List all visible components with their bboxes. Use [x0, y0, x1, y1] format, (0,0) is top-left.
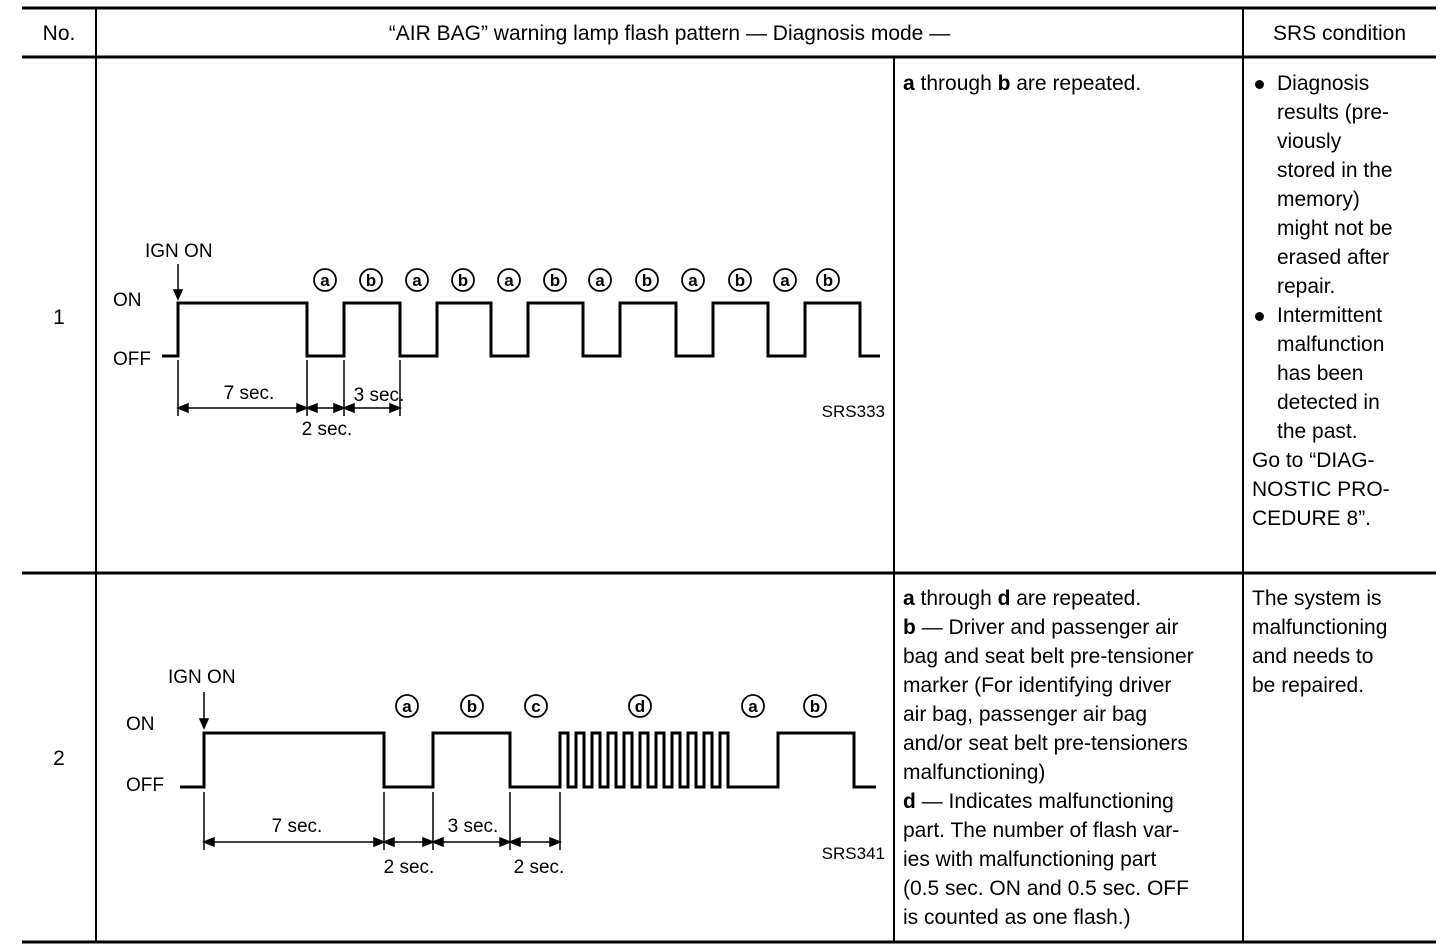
- row2-flash-circle-b-6: b: [803, 694, 827, 718]
- row1-condition-bullet-2: Intermittent malfunction has been detect…: [1252, 301, 1432, 446]
- row2-flash-label-b: b: [467, 697, 477, 716]
- row1-desc-through: through: [914, 72, 998, 95]
- row1-desc-key-a: a: [903, 72, 915, 95]
- row1-flash-circle-b-10: b: [728, 268, 752, 292]
- row2-ign-label: IGN ON: [168, 667, 236, 688]
- row1-desc-repeated: are repeated.: [1010, 72, 1142, 95]
- row1-timing-2sec: 2 sec.: [302, 419, 353, 440]
- row2-dimension-lines: [201, 792, 563, 850]
- row1-flash-label-a: a: [595, 271, 605, 290]
- row2-flash-label-c: c: [531, 697, 540, 716]
- table-grid: [22, 6, 1436, 944]
- row2-description: a through d are repeated. b — Driver and…: [903, 584, 1238, 932]
- row2-desc-key-d: d: [997, 587, 1011, 610]
- row2-flash-diagram: a b c d a b IGN ON ON OFF 7 sec. 2 sec. 3 sec…: [126, 667, 885, 878]
- header-no: No.: [42, 22, 76, 45]
- row1-flash-label-b: b: [735, 271, 745, 290]
- row1-ign-arrow: [172, 264, 184, 301]
- row1-dimension-lines: [175, 360, 403, 416]
- row1-flash-label-b: b: [366, 271, 376, 290]
- row1-flash-circle-a-9: a: [681, 268, 705, 292]
- row1-flash-label-b: b: [823, 271, 833, 290]
- row1-flash-label-a: a: [320, 271, 330, 290]
- row2-flash-circle-d-4: d: [628, 694, 652, 718]
- row1-flash-circle-a-1: a: [313, 268, 337, 292]
- row1-timing-3sec: 3 sec.: [354, 385, 405, 406]
- row2-off-label: OFF: [126, 775, 164, 796]
- row1-description: a through b are repeated.: [903, 69, 1238, 98]
- row2-srs-condition: The system is malfunctioning and needs t…: [1252, 584, 1432, 700]
- row2-desc-d-key: d: [903, 790, 916, 813]
- row2-desc-repeated: are repeated.: [1010, 587, 1142, 610]
- row2-condition-text: The system is malfunctioning and needs t…: [1252, 587, 1388, 697]
- header-srs-condition: SRS condition: [1272, 22, 1407, 45]
- row2-number: 2: [53, 747, 65, 770]
- row1-flash-label-b: b: [550, 271, 560, 290]
- row1-flash-circle-a-3: a: [405, 268, 429, 292]
- row2-flash-label-a: a: [402, 697, 412, 716]
- row1-flash-label-b: b: [642, 271, 652, 290]
- row1-flash-circle-b-4: b: [451, 268, 475, 292]
- row2-desc-d-text: — Indicates malfunctioning part. The num…: [903, 790, 1189, 929]
- row2-timing-3sec: 3 sec.: [448, 816, 499, 837]
- row1-flash-circle-b-6: b: [543, 268, 567, 292]
- row1-flash-circle-b-2: b: [359, 268, 383, 292]
- row1-flash-diagram: a b a b a b a b a b a b IGN ON ON OFF 7 sec. 2 sec.…: [113, 241, 885, 440]
- row2-desc-key-a: a: [903, 587, 915, 610]
- row2-desc-b-key: b: [903, 616, 916, 639]
- row2-timing-7sec: 7 sec.: [272, 816, 323, 837]
- row1-flash-circle-a-5: a: [497, 268, 521, 292]
- row1-flash-label-a: a: [688, 271, 698, 290]
- header-flash-pattern: “AIR BAG” warning lamp flash pattern — D…: [388, 22, 951, 45]
- row2-flash-label-a: a: [748, 697, 758, 716]
- row2-timing-2sec-a: 2 sec.: [384, 857, 435, 878]
- row2-timing-2sec-b: 2 sec.: [514, 857, 565, 878]
- row1-condition-note: Go to “DIAG- NOSTIC PRO- CEDURE 8”.: [1252, 449, 1390, 530]
- row2-waveform: [180, 731, 876, 789]
- row1-ign-label: IGN ON: [145, 241, 213, 262]
- row2-on-label: ON: [126, 714, 155, 735]
- row1-timing-7sec: 7 sec.: [224, 383, 275, 404]
- row1-flash-label-a: a: [412, 271, 422, 290]
- row1-figure-code: SRS333: [822, 402, 885, 421]
- row2-flash-circle-a-1: a: [395, 694, 419, 718]
- row2-flash-label-d: d: [635, 697, 645, 716]
- row1-condition-bullet-1: Diagnosis results (pre- viously stored i…: [1252, 69, 1432, 301]
- row1-off-label: OFF: [113, 349, 151, 370]
- row2-flash-circle-c-3: c: [524, 694, 548, 718]
- row1-desc-key-b: b: [997, 72, 1011, 95]
- row1-waveform: [162, 301, 880, 358]
- row2-flash-circle-a-5: a: [741, 694, 765, 718]
- row1-srs-condition: Diagnosis results (pre- viously stored i…: [1252, 69, 1432, 533]
- row1-flash-label-b: b: [458, 271, 468, 290]
- row1-flash-label-a: a: [504, 271, 514, 290]
- row1-flash-circle-a-11: a: [773, 268, 797, 292]
- row2-ign-arrow: [198, 692, 210, 730]
- row1-flash-circle-b-8: b: [635, 268, 659, 292]
- row2-figure-code: SRS341: [822, 844, 885, 863]
- row1-on-label: ON: [113, 290, 142, 311]
- row1-flash-label-a: a: [780, 271, 790, 290]
- row1-number: 1: [53, 306, 65, 329]
- row2-flash-circle-b-2: b: [460, 694, 484, 718]
- row1-flash-circle-b-12: b: [816, 268, 840, 292]
- row1-flash-circle-a-7: a: [588, 268, 612, 292]
- row2-desc-through: through: [914, 587, 998, 610]
- row2-desc-b-text: — Driver and passenger air bag and seat …: [903, 616, 1194, 784]
- row2-flash-label-b: b: [810, 697, 820, 716]
